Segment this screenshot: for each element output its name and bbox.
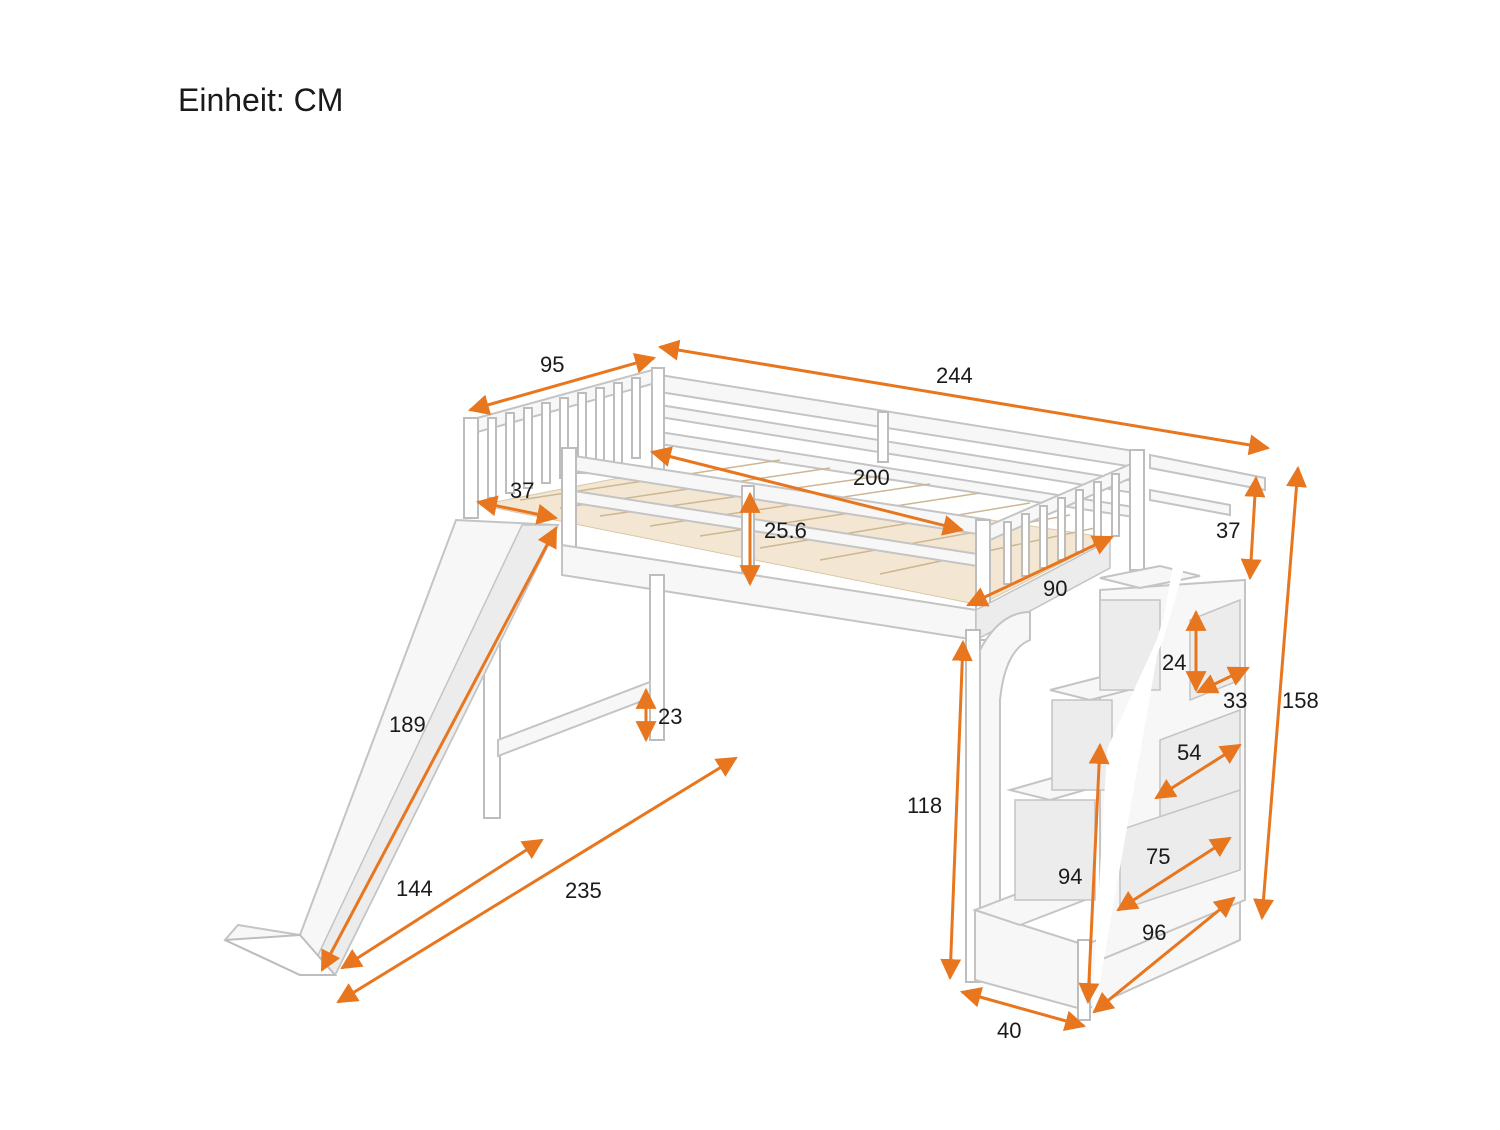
foot-post [1129, 449, 1145, 571]
label-37-left: 37 [510, 478, 534, 503]
label-95: 95 [540, 352, 564, 377]
label-158: 158 [1282, 688, 1319, 713]
stair-side-arch [979, 610, 1031, 983]
label-94: 94 [1058, 864, 1082, 889]
label-23: 23 [658, 704, 682, 729]
stair-bottom-box [974, 908, 1086, 1012]
arrow-94 [1078, 742, 1110, 1005]
arrow-33 [1196, 666, 1250, 694]
label-75: 75 [1146, 844, 1170, 869]
label-25-6: 25.6 [764, 518, 807, 543]
arrow-37-left [475, 495, 559, 525]
arrow-90 [966, 535, 1114, 607]
arrow-158 [1253, 465, 1307, 921]
slide-end [224, 933, 338, 976]
label-90: 90 [1043, 576, 1067, 601]
front-center-post [741, 485, 755, 587]
arrow-95 [467, 353, 657, 415]
riser-3 [1051, 699, 1113, 791]
stair-mid-rail [1149, 488, 1231, 517]
dimension-labels: 95 244 200 37 25.6 37 90 24 33 158 189 2… [389, 352, 1319, 1043]
arrow-96 [1092, 896, 1236, 1014]
arrow-200 [649, 446, 965, 536]
label-96: 96 [1142, 920, 1166, 945]
label-54: 54 [1177, 740, 1201, 765]
arrow-118 [940, 639, 973, 981]
riser-2 [1014, 799, 1096, 901]
label-235: 235 [565, 878, 602, 903]
back-center-post [877, 411, 889, 463]
back-left-post [651, 367, 665, 479]
front-left-post [561, 447, 577, 549]
arrow-244 [657, 339, 1271, 456]
label-200: 200 [853, 465, 890, 490]
dimension-arrows [320, 339, 1307, 1032]
label-40: 40 [997, 1018, 1021, 1043]
arrow-54 [1154, 743, 1242, 800]
arrow-40 [959, 986, 1087, 1032]
arrow-37-right [1240, 475, 1266, 581]
unit-label: Einheit: CM [178, 82, 344, 118]
head-left-post [463, 417, 479, 519]
label-24: 24 [1162, 650, 1186, 675]
label-37-right: 37 [1216, 518, 1240, 543]
label-118: 118 [907, 793, 942, 818]
stair-top-rail [1149, 453, 1266, 492]
leg-brace [497, 680, 651, 758]
label-189: 189 [389, 712, 426, 737]
arrow-235 [336, 756, 738, 1004]
label-144: 144 [396, 876, 433, 901]
label-33: 33 [1223, 688, 1247, 713]
label-244: 244 [936, 363, 973, 388]
